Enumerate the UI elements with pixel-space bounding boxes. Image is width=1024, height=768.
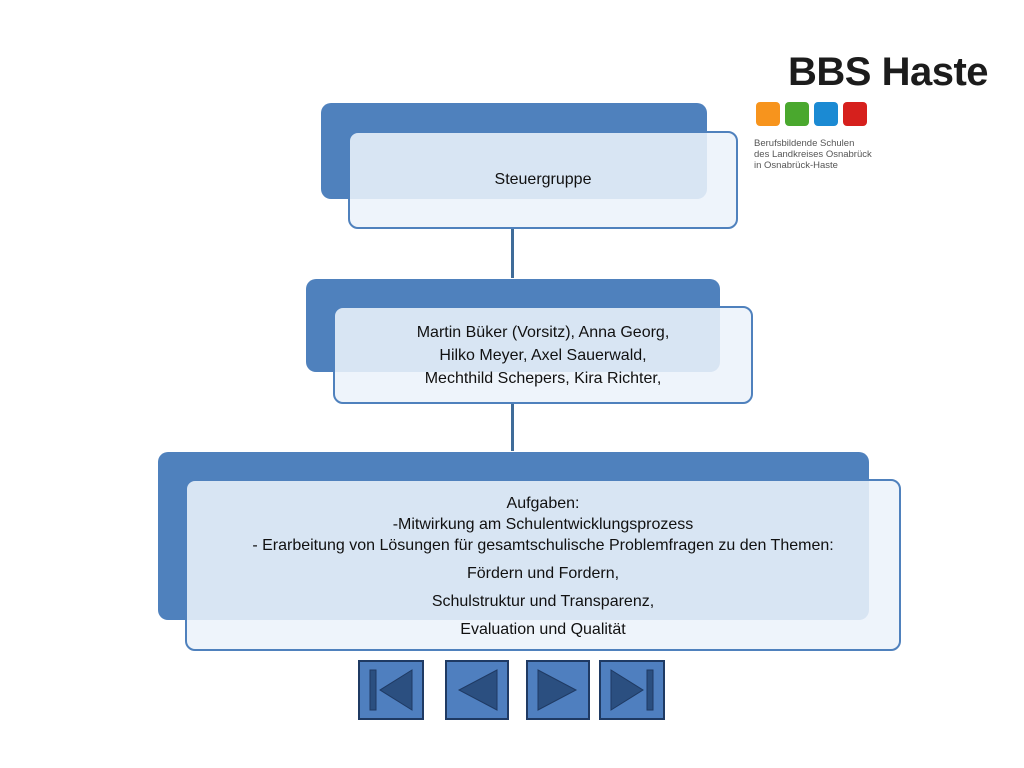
first-slide-icon [369,669,413,711]
connector-line-2 [511,403,514,451]
connector-line-1 [511,228,514,278]
next-slide-icon [537,669,578,711]
logo-subtitle-line: in Osnabrück-Haste [754,160,838,171]
logo-square-green [785,102,809,126]
box3-line: - Erarbeitung von Lösungen für gesamtsch… [252,537,834,554]
box1-title: Steuergruppe [494,171,592,188]
logo-title: BBS Haste [788,50,989,94]
first-slide-button[interactable] [358,660,424,720]
box2-line: Mechthild Schepers, Kira Richter, [424,369,662,387]
box1-steuergruppe: Steuergruppe [348,131,738,229]
logo-subtitle-line: Berufsbildende Schulen [754,138,855,149]
logo-square-red [843,102,867,126]
box2-line: Hilko Meyer, Axel Sauerwald, [439,346,647,364]
last-slide-icon [610,669,654,711]
box3-line: Fördern und Fordern, [466,565,620,582]
logo-subtitle: Berufsbildende Schulen des Landkreises O… [754,138,894,171]
box3-line: Evaluation und Qualität [460,621,626,638]
last-slide-button[interactable] [599,660,665,720]
box2-members: Martin Büker (Vorsitz), Anna Georg, Hilk… [333,306,753,404]
logo-square-blue [814,102,838,126]
box2-line: Martin Büker (Vorsitz), Anna Georg, [416,323,670,341]
logo-subtitle-line: des Landkreises Osnabrück [754,149,872,160]
next-slide-button[interactable] [526,660,590,720]
box3-line: -Mitwirkung am Schulentwicklungsprozess [392,516,694,533]
logo-square-orange [756,102,780,126]
previous-slide-icon [457,669,498,711]
box3-line: Schulstruktur und Transparenz, [431,593,655,610]
box3-tasks: Aufgaben: -Mitwirkung am Schulentwicklun… [185,479,901,651]
box3-line: Aufgaben: [506,495,580,512]
previous-slide-button[interactable] [445,660,509,720]
